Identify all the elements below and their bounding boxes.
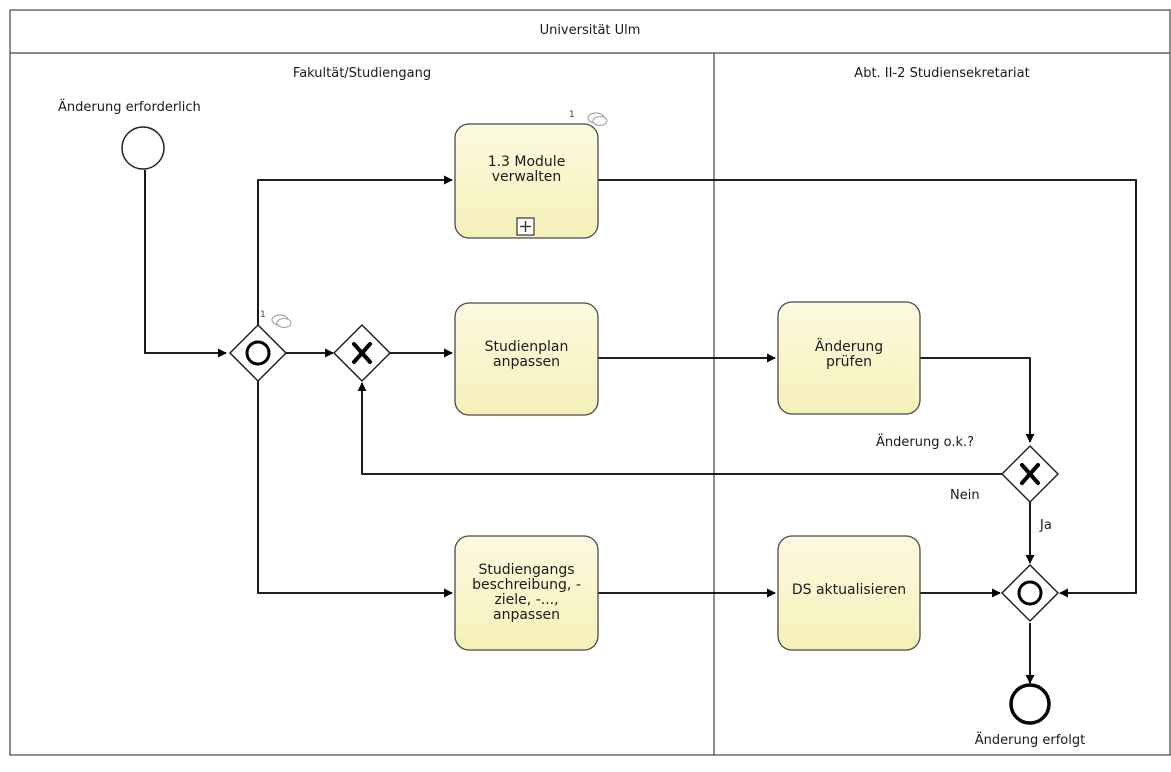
end-event[interactable] bbox=[1009, 683, 1051, 725]
flow-split-to-module[interactable] bbox=[257, 175, 453, 325]
task-plan-label: Studienplan anpassen bbox=[484, 339, 569, 370]
flow-start-to-split[interactable] bbox=[144, 170, 227, 358]
task-ds-label: DS aktualisieren bbox=[791, 581, 907, 598]
start-event-label: Änderung erforderlich bbox=[58, 100, 201, 115]
task-module-verwalten[interactable] bbox=[454, 123, 599, 239]
task-ds-aktualisieren[interactable] bbox=[777, 535, 921, 651]
flow-label-ja: Ja bbox=[1040, 518, 1052, 533]
gateway-merge-xor[interactable] bbox=[332, 323, 392, 383]
flow-check-to-merge-nein[interactable] bbox=[357, 382, 1002, 475]
task-aenderung-pruefen[interactable] bbox=[777, 301, 921, 415]
comment-count-module: 1 bbox=[569, 110, 575, 120]
pool-title: Universität Ulm bbox=[539, 23, 641, 38]
flow-pruefen-to-check[interactable] bbox=[920, 357, 1035, 443]
comment-icon-gateway bbox=[271, 314, 292, 328]
end-event-label: Änderung erfolgt bbox=[974, 733, 1086, 748]
flow-module-to-join[interactable] bbox=[598, 179, 1137, 598]
gateway-join[interactable] bbox=[1000, 563, 1060, 623]
flow-split-to-beschreibung[interactable] bbox=[257, 381, 453, 598]
task-studienplan-anpassen[interactable] bbox=[454, 302, 599, 416]
start-event[interactable] bbox=[121, 126, 165, 170]
flow-label-nein: Nein bbox=[950, 488, 980, 503]
lane-title-fakultaet: Fakultät/Studiengang bbox=[292, 66, 432, 81]
task-beschreibung-label: Studiengangs beschreibung, -ziele, -...,… bbox=[472, 562, 581, 623]
subprocess-marker-icon bbox=[516, 217, 535, 236]
lane-title-sekretariat: Abt. II-2 Studiensekretariat bbox=[854, 66, 1030, 81]
comment-count-gateway: 1 bbox=[260, 310, 266, 320]
task-studiengangs-beschreibung[interactable] bbox=[454, 535, 599, 651]
task-module-label: 1.3 Module verwalten bbox=[487, 154, 566, 185]
gateway-check-xor[interactable] bbox=[1000, 444, 1060, 504]
pool-frame bbox=[9, 9, 1171, 756]
gateway-split[interactable] bbox=[228, 323, 288, 383]
task-pruefen-label: Änderung prüfen bbox=[814, 339, 884, 370]
gateway-check-label: Änderung o.k.? bbox=[876, 435, 975, 450]
comment-icon-module bbox=[587, 112, 608, 126]
